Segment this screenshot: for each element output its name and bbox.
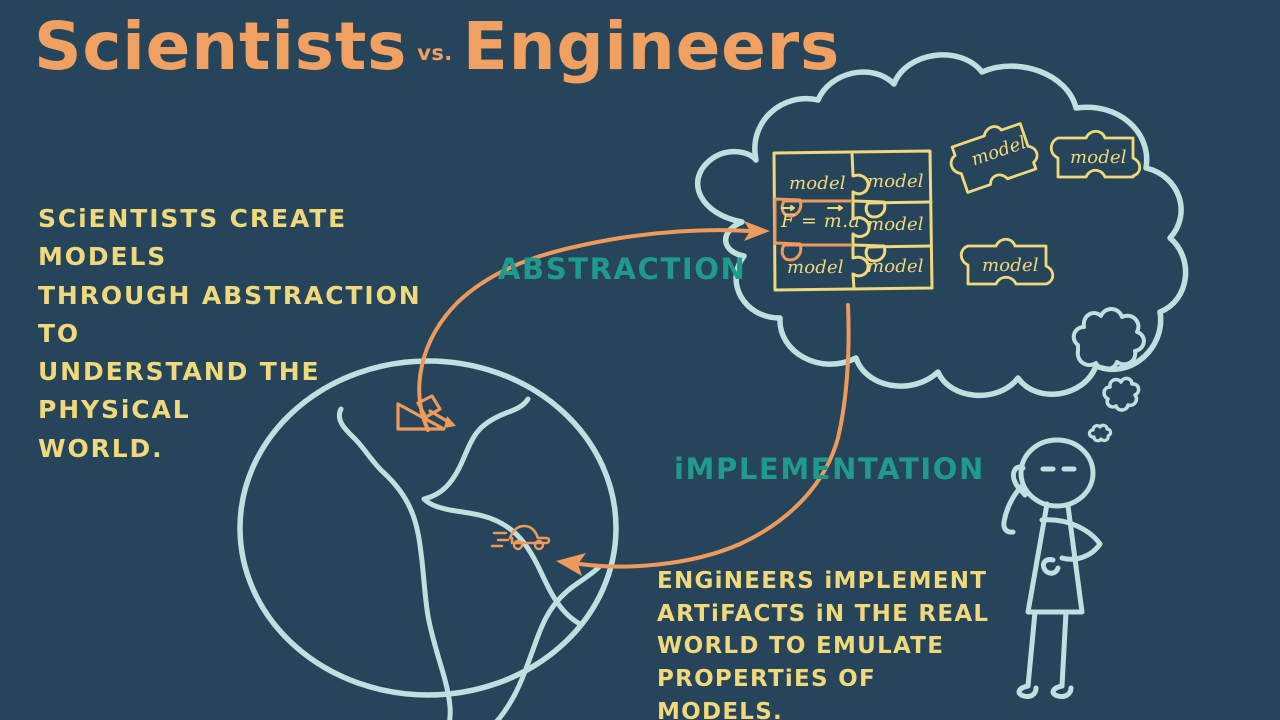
title-word-engineers: Engineers bbox=[462, 8, 841, 85]
loose-piece-label-2: model bbox=[1070, 147, 1127, 168]
title-word-scientists: Scientists bbox=[34, 8, 408, 85]
implementation-label: iMPLEMENTATION bbox=[674, 452, 985, 486]
scientists-description: SCiENTISTS CREATE MODELS THROUGH ABSTRAC… bbox=[38, 204, 422, 463]
thinking-person bbox=[1001, 437, 1103, 699]
model-grid-cell-2-formula: F = m.a bbox=[781, 210, 861, 232]
loose-puzzle-piece-1 bbox=[949, 122, 1039, 194]
loose-puzzle-piece-3 bbox=[959, 237, 1055, 286]
mind-cloud bbox=[695, 52, 1189, 399]
physical-world-globe bbox=[237, 358, 619, 720]
thought-bubble-medium bbox=[1102, 376, 1141, 412]
engineers-description: ENGiNEERS iMPLEMENT ARTiFACTS iN THE REA… bbox=[657, 568, 990, 720]
model-grid-cell-1: model bbox=[867, 171, 924, 192]
model-grid bbox=[772, 149, 934, 292]
model-grid-cell-3: model bbox=[867, 214, 924, 235]
abstraction-arrow bbox=[417, 221, 770, 432]
thought-bubble-large bbox=[1071, 307, 1146, 372]
title-vs: vs. bbox=[417, 41, 453, 66]
abstraction-label: ABSTRACTION bbox=[498, 252, 747, 286]
model-grid-cell-0: model bbox=[789, 173, 846, 194]
car-icon bbox=[490, 524, 551, 551]
loose-puzzle-piece-2 bbox=[1049, 129, 1142, 179]
model-grid-cell-4: model bbox=[787, 257, 844, 278]
model-grid-cell-5: model bbox=[867, 256, 924, 277]
implementation-arrow bbox=[556, 303, 851, 576]
thought-bubble-small bbox=[1087, 423, 1113, 443]
loose-piece-label-3: model bbox=[982, 255, 1039, 276]
